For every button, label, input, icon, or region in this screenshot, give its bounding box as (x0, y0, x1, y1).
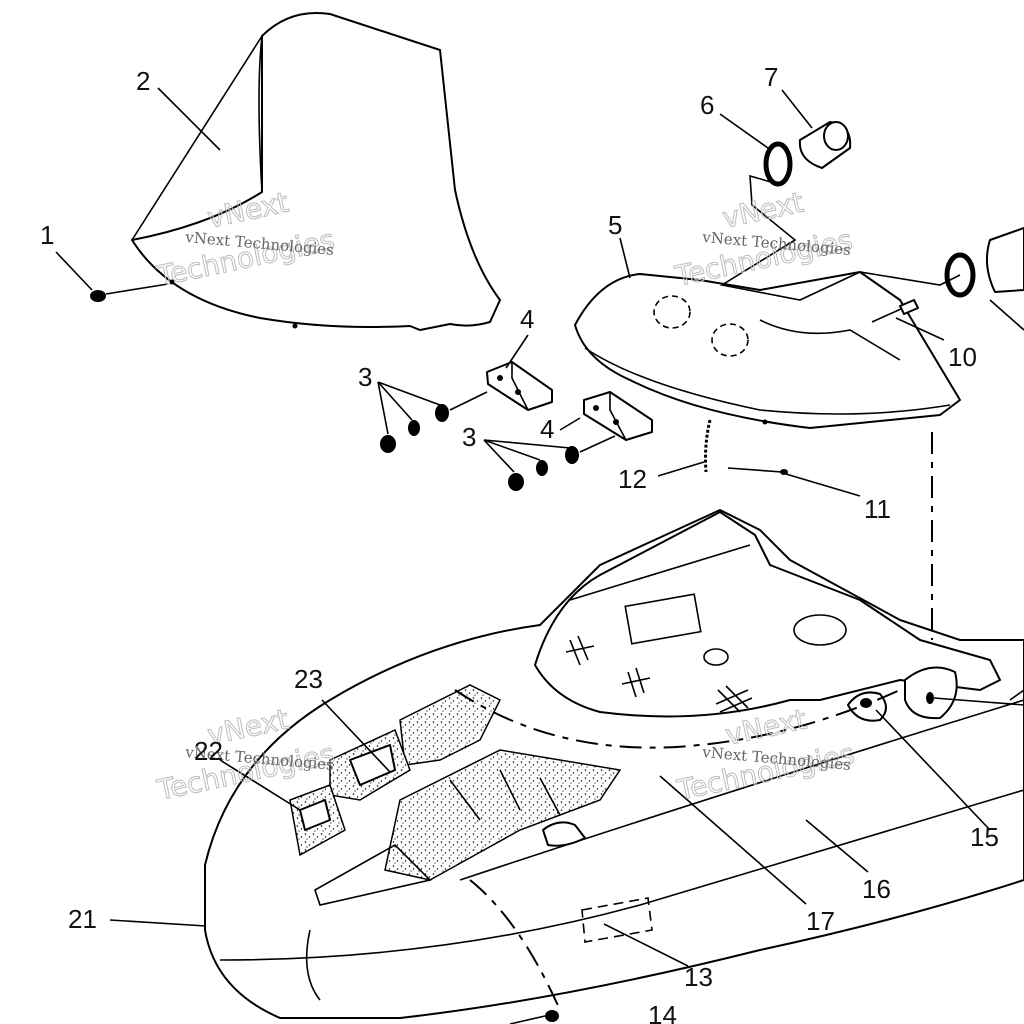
grommet-part-15 (847, 691, 887, 722)
screw-part-10 (871, 299, 919, 323)
bolt-part-14 (509, 1010, 559, 1024)
callout-5: 5 (608, 210, 622, 240)
gauge-ring-part-6 (763, 141, 793, 187)
gauge-part-7 (798, 121, 852, 169)
callout-16: 16 (862, 874, 891, 904)
callout-labels: 1 2 3 3 4 4 5 6 7 10 11 12 13 14 15 16 1… (40, 62, 999, 1024)
callout-23: 23 (294, 664, 323, 694)
gauge-ring-right (944, 252, 976, 298)
callout-4-lower: 4 (540, 414, 554, 444)
callout-14: 14 (648, 1000, 677, 1024)
nut-washer-set-part-3-lower (508, 435, 616, 491)
callout-12: 12 (618, 464, 647, 494)
bracket-part-4-upper (486, 361, 553, 411)
decal-part-13 (581, 897, 653, 943)
console-part-5 (574, 271, 961, 429)
bracket-part-4-lower (583, 391, 653, 441)
callout-3-lower: 3 (462, 422, 476, 452)
dash-part-17 (534, 511, 1001, 718)
vent-grille-part-22 (289, 784, 346, 857)
gauge-wire (719, 174, 961, 301)
leader-lines (55, 87, 1024, 967)
callout-3-upper: 3 (358, 362, 372, 392)
side-panel-part-16 (459, 699, 1024, 881)
callout-2: 2 (136, 66, 150, 96)
callout-4-upper: 4 (520, 304, 534, 334)
callout-22: 22 (194, 736, 223, 766)
callout-15: 15 (970, 822, 999, 852)
callout-7: 7 (764, 62, 778, 92)
windshield-part-2 (131, 12, 501, 331)
screw-part-1 (90, 283, 169, 302)
callout-10: 10 (948, 342, 977, 372)
callout-11: 11 (864, 494, 891, 524)
gauge-right (985, 227, 1024, 293)
callout-13: 13 (684, 962, 713, 992)
wire-part-12 (704, 419, 712, 473)
callout-21: 21 (68, 904, 97, 934)
hood-body-assembly (204, 509, 1024, 1024)
screw-part-11 (727, 467, 788, 475)
vent-grille-lower (314, 749, 622, 906)
svg-text:vNext: vNext (720, 186, 807, 235)
nut-washer-set-part-3-upper (380, 391, 488, 453)
callout-6: 6 (700, 90, 714, 120)
callout-1: 1 (40, 220, 54, 250)
callout-17: 17 (806, 906, 835, 936)
